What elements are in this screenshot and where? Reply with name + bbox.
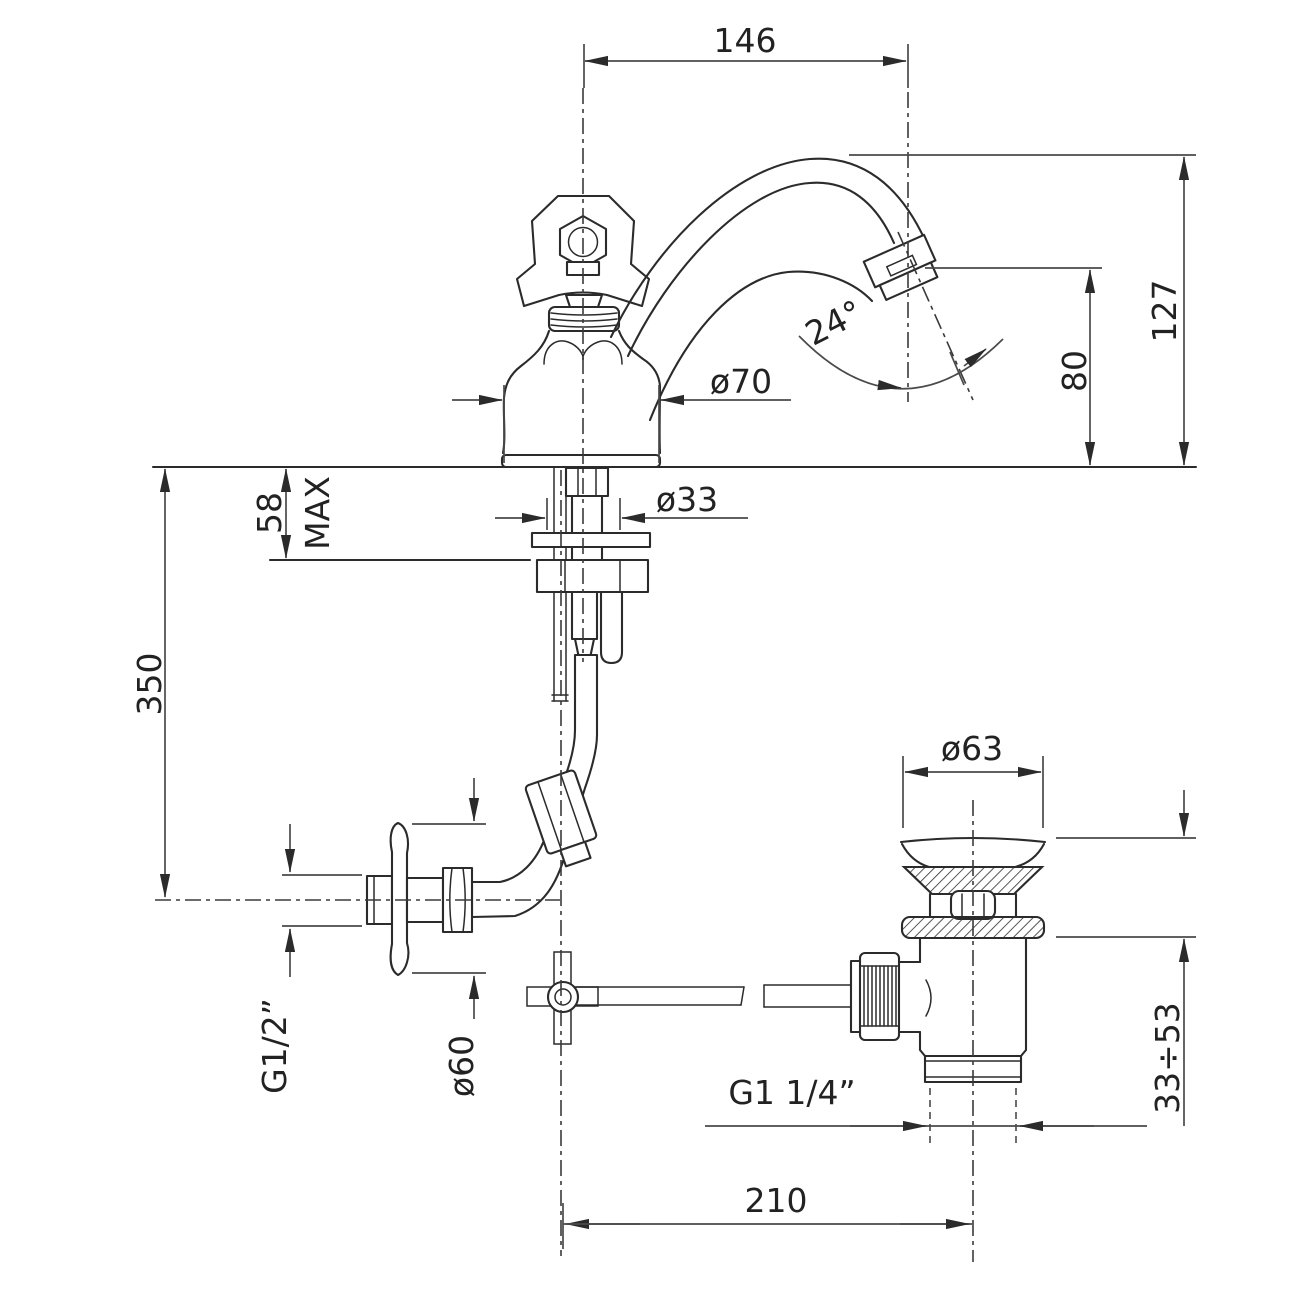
dimension-g12: [282, 824, 362, 977]
label-base-diameter: ø70: [710, 362, 772, 401]
mounting-deck: [151, 465, 1198, 562]
swivel-joint: [546, 980, 580, 1014]
horizontal-linkage: [526, 951, 863, 1045]
waste-body-left: [896, 936, 927, 1058]
label-outlet-height: 80: [1055, 350, 1094, 392]
dimension-146: [583, 44, 909, 88]
waste-plug-cone: [901, 865, 1045, 896]
dimension-diameter-33: [495, 498, 748, 530]
dimension-diameter-63: [902, 756, 1044, 828]
wall-flange: [389, 821, 410, 977]
mounting-shank: [530, 465, 652, 665]
dimension-g114: [705, 1088, 1147, 1144]
label-supply-flange-diameter: ø60: [442, 1035, 481, 1097]
label-below-deck-depth: 350: [130, 653, 169, 716]
label-waste-clamping-range: 33÷53: [1148, 1002, 1187, 1114]
label-rod-to-waste-offset: 210: [745, 1181, 808, 1220]
label-shank-hole-diameter: ø33: [656, 480, 718, 519]
dimension-127: [849, 154, 1196, 466]
waste-body-right: [1019, 936, 1028, 1058]
pop-up-waste-assembly: [849, 836, 1047, 1084]
washer-plate: [530, 531, 652, 549]
centerlines: [155, 88, 974, 1262]
dimension-labels: 146 127 80 24° ø70 ø33 58 MAX 350 G1/2” …: [130, 21, 1187, 1220]
base-flange: [500, 453, 662, 469]
label-waste-top-diameter: ø63: [941, 729, 1003, 768]
label-spout-reach: 146: [714, 21, 777, 60]
inlet-tailpiece: [599, 590, 624, 665]
label-spout-height-total: 127: [1145, 280, 1184, 343]
label-deck-thickness-max-suffix: MAX: [298, 476, 337, 550]
wall-supply-connection: [365, 821, 474, 977]
supply-pipe: [470, 653, 599, 919]
tap-spout: [609, 157, 939, 422]
tap-body: [500, 293, 662, 469]
label-aerator-angle: 24°: [799, 292, 869, 353]
label-deck-thickness-max: 58: [250, 492, 289, 534]
label-supply-thread: G1/2”: [255, 998, 294, 1094]
mounting-nut: [535, 558, 650, 594]
dimension-80: [925, 267, 1102, 466]
dimension-210: [562, 1203, 972, 1249]
dimension-angle-24: [798, 335, 1004, 391]
dimension-33-53: [1056, 790, 1196, 1126]
dimension-diameter-70: [452, 385, 791, 463]
dimension-diameter-60: [412, 778, 486, 1019]
label-waste-thread: G1 1/4”: [728, 1073, 855, 1112]
